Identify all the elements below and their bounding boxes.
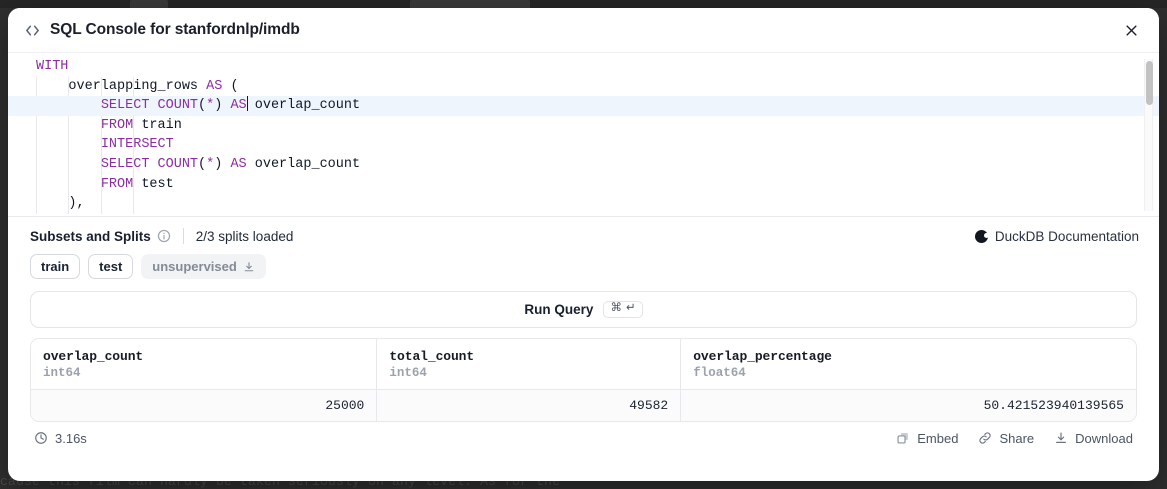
embed-button[interactable]: Embed xyxy=(896,431,958,446)
subsets-title: Subsets and Splits xyxy=(30,228,151,244)
duckdb-documentation-label: DuckDB Documentation xyxy=(994,228,1139,244)
code-line[interactable]: FROM test xyxy=(100,176,174,192)
split-chip-label: unsupervised xyxy=(152,259,237,274)
column-type: int64 xyxy=(43,366,81,380)
clock-icon xyxy=(34,431,48,445)
column-header[interactable]: overlap_count int64 xyxy=(31,339,378,390)
run-query-label: Run Query xyxy=(524,302,594,317)
code-line[interactable]: WITH xyxy=(36,59,69,74)
column-header[interactable]: overlap_percentage float64 xyxy=(680,339,1136,390)
column-name: total_count xyxy=(389,349,475,364)
splits-loaded-status: 2/3 splits loaded xyxy=(195,228,294,244)
editor-scrollbar[interactable] xyxy=(1144,59,1153,211)
code-line[interactable]: SELECT COUNT(*) AS overlap_count xyxy=(100,156,361,172)
subsets-and-splits-bar: Subsets and Splits 2/3 splits loaded Duc… xyxy=(8,216,1159,244)
query-timing: 3.16s xyxy=(34,431,87,446)
divider xyxy=(182,228,184,244)
download-button[interactable]: Download xyxy=(1054,431,1133,446)
sql-console-modal: SQL Console for stanfordnlp/imdb WITH ov… xyxy=(8,8,1159,481)
split-chips: train test unsupervised xyxy=(8,244,1159,279)
backdrop-chip xyxy=(130,0,168,10)
share-label: Share xyxy=(999,430,1035,446)
table-cell: 50.421523940139565 xyxy=(680,389,1136,421)
column-header[interactable]: total_count int64 xyxy=(376,339,682,390)
editor-scrollbar-thumb[interactable] xyxy=(1146,61,1153,105)
footer-actions: Embed Share xyxy=(896,431,1133,446)
split-chip-label: test xyxy=(99,259,123,274)
split-chip-unsupervised[interactable]: unsupervised xyxy=(141,254,266,279)
column-name: overlap_percentage xyxy=(693,349,832,364)
code-brackets-icon xyxy=(22,20,42,40)
code-line[interactable]: ), xyxy=(36,196,85,212)
cmd-key-icon: ⌘ xyxy=(610,302,622,315)
backdrop-top-strip xyxy=(0,0,1167,8)
column-type: float64 xyxy=(693,366,746,380)
backdrop-chip xyxy=(410,0,530,10)
code-line[interactable]: overlapping_rows AS ( xyxy=(36,78,239,94)
query-timing-label: 3.16s xyxy=(55,430,87,446)
sql-editor[interactable]: WITH overlapping_rows AS ( SELECT COUNT(… xyxy=(8,52,1159,216)
download-icon xyxy=(1054,431,1068,445)
run-query-shortcut: ⌘ ↵ xyxy=(603,301,643,318)
table-cell: 25000 xyxy=(31,389,378,421)
duckdb-documentation-link[interactable]: DuckDB Documentation xyxy=(974,228,1139,244)
split-chip-train[interactable]: train xyxy=(30,254,81,279)
results-footer: 3.16s Embed Shar xyxy=(30,422,1137,454)
share-button[interactable]: Share xyxy=(978,431,1034,446)
duckdb-logo-icon xyxy=(974,229,989,243)
modal-header: SQL Console for stanfordnlp/imdb xyxy=(8,8,1159,52)
download-label: Download xyxy=(1075,430,1133,446)
embed-label: Embed xyxy=(917,430,959,446)
copy-icon xyxy=(896,431,910,445)
run-query-button[interactable]: Run Query ⌘ ↵ xyxy=(30,291,1137,328)
code-line[interactable]: SELECT COUNT(*) AS overlap_count xyxy=(8,96,1159,116)
split-chip-test[interactable]: test xyxy=(88,254,134,279)
page-title: SQL Console for stanfordnlp/imdb xyxy=(50,21,300,38)
enter-key-icon: ↵ xyxy=(625,302,636,315)
code-line[interactable]: INTERSECT xyxy=(100,137,174,153)
close-icon[interactable] xyxy=(1117,16,1145,44)
link-icon xyxy=(978,431,992,445)
table-cell: 49582 xyxy=(376,389,682,421)
column-type: int64 xyxy=(389,366,427,380)
split-chip-label: train xyxy=(41,259,70,274)
code-line[interactable]: FROM train xyxy=(100,117,182,133)
sql-editor-content[interactable]: WITH overlapping_rows AS ( SELECT COUNT(… xyxy=(8,53,1159,216)
column-name: overlap_count xyxy=(43,349,144,364)
run-query-wrap: Run Query ⌘ ↵ xyxy=(8,279,1159,328)
info-icon[interactable] xyxy=(157,229,171,243)
download-icon[interactable] xyxy=(243,261,255,273)
